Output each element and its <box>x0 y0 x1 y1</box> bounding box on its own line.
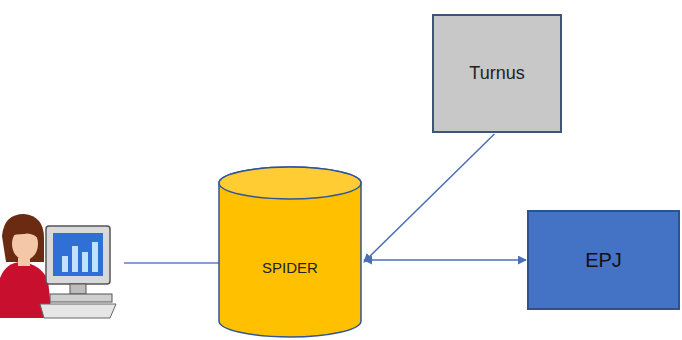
user-person <box>0 214 52 318</box>
computer-icon <box>40 226 116 318</box>
connector-arrow <box>364 259 526 261</box>
node-label: SPIDER <box>262 259 318 276</box>
user-link <box>124 262 219 264</box>
node-label: Turnus <box>469 63 524 84</box>
node-label: EPJ <box>585 249 622 272</box>
cylinder-outline <box>218 166 362 338</box>
system-box: EPJ <box>527 210 680 310</box>
system-box: Turnus <box>432 14 562 133</box>
connector-arrow <box>364 134 494 262</box>
database-cylinder: SPIDER <box>218 166 362 338</box>
